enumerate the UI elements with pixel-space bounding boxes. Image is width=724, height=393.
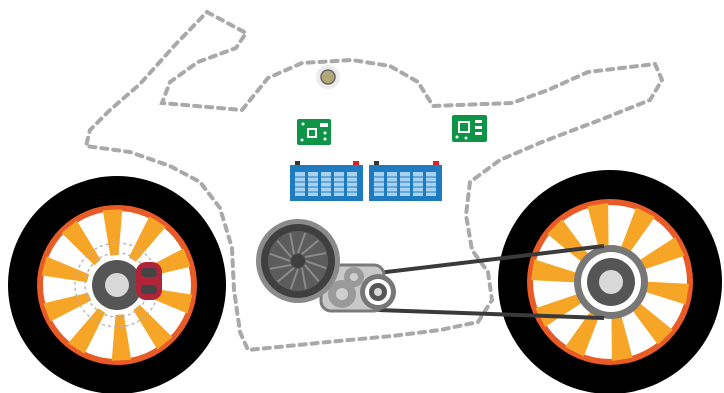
rear-wheel-spokes [531,203,689,361]
motor-fin [269,264,292,270]
wheel-spoke [68,308,106,354]
motor-fin [276,240,292,258]
wheel-spoke [41,256,89,283]
wheel-spoke [565,309,601,357]
controller-board-right [452,115,487,142]
wheel-spoke [587,203,609,251]
motor-fin [277,267,295,283]
front-sprocket [360,274,396,310]
wheel-spoke [531,259,579,283]
wheel-spoke [636,237,685,271]
wheel-spoke [547,219,590,263]
motor-fin [304,252,327,258]
wheel-spoke [641,281,689,305]
body-outline [83,9,665,353]
motor-fins [269,232,327,290]
battery-pack-right [369,161,442,201]
electric-motor [256,219,340,303]
front-wheel-spokes [41,209,193,361]
wheel-spoke [535,293,584,327]
wheel-spoke [61,220,101,266]
wheel-spoke [128,216,166,262]
wheel-spoke [43,292,92,322]
motor-fin [289,268,299,290]
rear-wheel [498,170,722,393]
drive-chain [377,244,605,320]
front-wheel [8,176,226,393]
wheel-spoke [102,209,123,256]
headlight-sensor [316,65,340,89]
motor-fin [301,267,307,290]
motor-fin [269,252,291,262]
motor-fin [305,260,327,270]
motor-fin [301,239,319,255]
brake-caliper [136,262,162,300]
motor-fin [289,232,295,255]
wheel-spoke [619,207,655,255]
motor-fin [297,232,307,254]
controller-board-left [297,119,331,145]
motor-fin [304,264,320,282]
wheel-spoke [111,314,132,361]
wheel-spoke [133,304,173,350]
wheel-spoke [630,301,673,345]
rear-sprocket [574,245,648,319]
wheel-spoke [611,313,633,361]
battery-pack-left [290,161,363,201]
